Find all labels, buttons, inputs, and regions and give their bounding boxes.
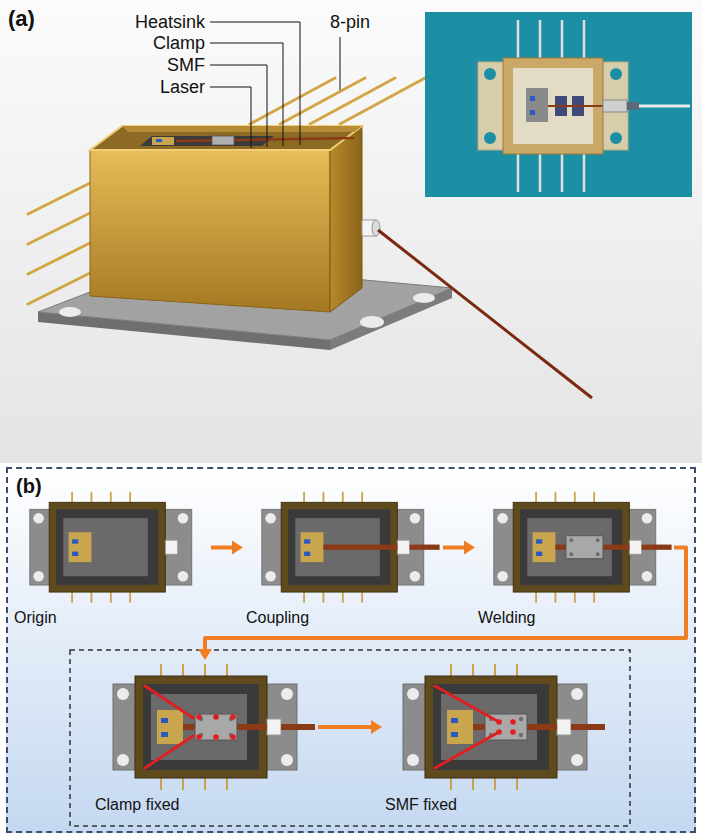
flow-arrow [211, 541, 243, 555]
arrow-head [464, 541, 475, 555]
flow-arrow [443, 541, 475, 555]
arrow-line [318, 725, 372, 729]
step-panel: Origin [14, 490, 208, 627]
step-caption: SMF fixed [385, 795, 605, 814]
step-panel: SMF fixed [385, 662, 605, 814]
flow-arrow [318, 720, 382, 734]
step-panel: Welding [478, 490, 672, 627]
step-caption: Clamp fixed [95, 795, 315, 814]
panel-label: (b) [16, 475, 42, 498]
arrow-line [443, 546, 465, 550]
part-label: 8-pin [330, 12, 370, 33]
part-label: SMF [167, 55, 205, 76]
part-label: Clamp [153, 33, 205, 54]
step-caption: Coupling [246, 608, 440, 627]
arrow-head [198, 649, 212, 660]
arrow-head [371, 720, 382, 734]
part-label: Heatsink [135, 12, 205, 33]
part-label: Laser [160, 77, 205, 98]
step-panel: Coupling [246, 490, 440, 627]
step-panel: Clamp fixed [95, 662, 315, 814]
panel-box: (b) Origin Coupling WeldingClamp fixed SMF f… [6, 467, 696, 833]
arrow-line [205, 548, 686, 651]
arrow-line [211, 546, 233, 550]
arrow-head [232, 541, 243, 555]
flow-arrow [198, 548, 686, 661]
step-caption: Welding [478, 608, 672, 627]
panel-label: (a) [8, 6, 35, 32]
step-caption: Origin [14, 608, 208, 627]
